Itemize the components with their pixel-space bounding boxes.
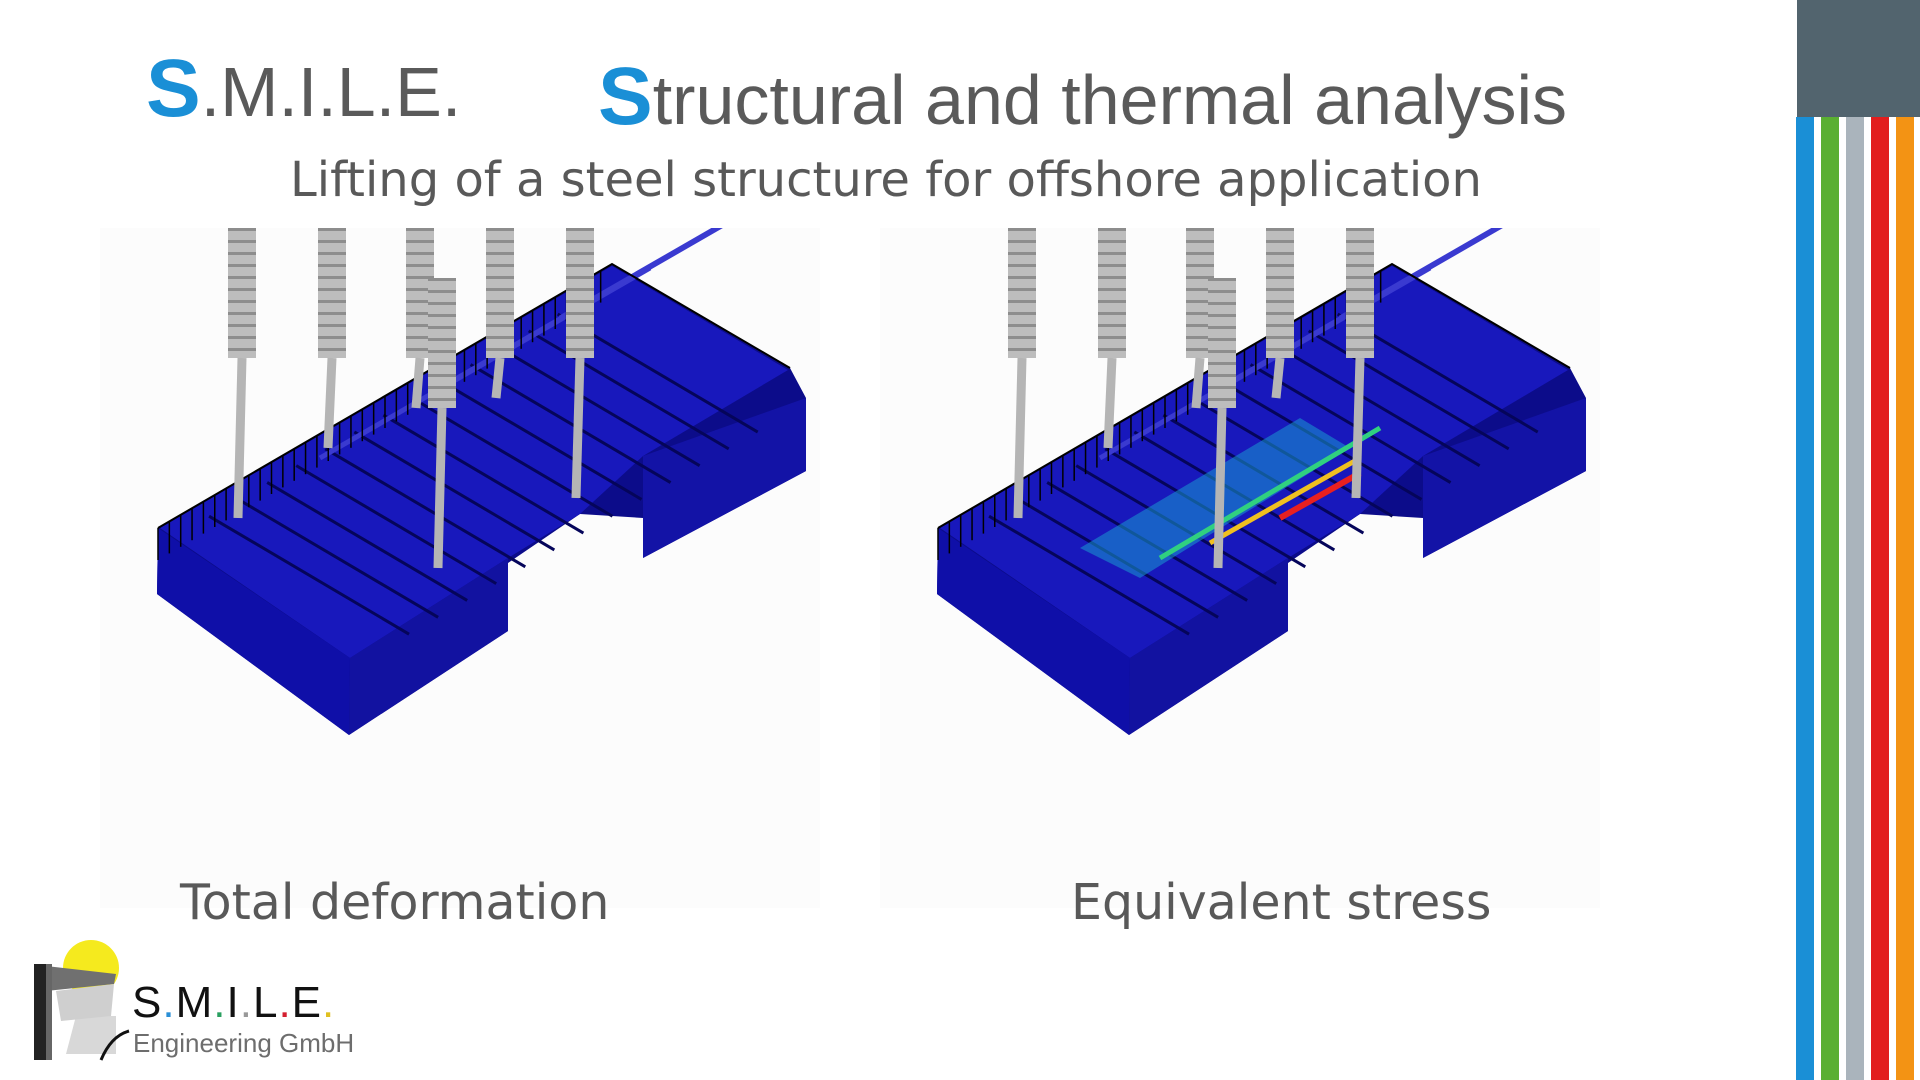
structure-render-deformation (157, 228, 806, 735)
brand-rest: .M.I.L.E. (200, 53, 462, 131)
floor-beam (353, 430, 556, 552)
stress-image (880, 228, 1600, 908)
railing-top (157, 262, 791, 529)
stripe-green (1821, 117, 1839, 1080)
cable-rope (323, 357, 337, 449)
floor-beam (324, 447, 527, 569)
front-wall (157, 528, 350, 735)
stress-zone (1158, 425, 1382, 561)
structure-floor (160, 266, 788, 658)
cable-rope (491, 357, 505, 399)
right-wall (1423, 398, 1586, 558)
stripe-blue (1796, 117, 1814, 1080)
railing-top (937, 262, 1571, 529)
floor-beam (440, 380, 643, 501)
stress-zone (1080, 418, 1350, 578)
cable-rope (1213, 407, 1227, 569)
sidebar-block (1797, 0, 1920, 117)
stripe-orange (1896, 117, 1914, 1080)
caption-equivalent-stress: Equivalent stress (1071, 874, 1492, 931)
floor-beam (237, 498, 439, 619)
floor-beam (266, 481, 468, 602)
cable-rope (1191, 357, 1205, 409)
cable-rope (233, 357, 247, 519)
cable-rope (433, 407, 447, 569)
stress-zone (1208, 455, 1362, 546)
cross-beam (1338, 228, 1502, 321)
cable-rope (411, 357, 425, 409)
cable-rope (571, 357, 585, 499)
page-title: Structural and thermal analysis (598, 50, 1567, 144)
brand-title: S.M.I.L.E. (146, 42, 461, 136)
logo-subtitle: Engineering GmbH (133, 1028, 355, 1058)
floor-beam (382, 413, 585, 535)
structure-render-stress (937, 228, 1586, 735)
floor-beam (1278, 346, 1481, 468)
caption-total-deformation: Total deformation (180, 874, 610, 931)
floor-beam (1307, 329, 1510, 451)
brand-initial: S (146, 43, 201, 134)
subtitle: Lifting of a steel structure for offshor… (290, 152, 1482, 208)
side-wall (1129, 558, 1288, 735)
floor-beam (295, 464, 497, 585)
company-logo-icon (34, 940, 130, 1061)
front-wall (937, 528, 1130, 735)
cross-beam (558, 228, 722, 321)
floor-beam (498, 346, 701, 468)
deformation-image (100, 228, 820, 908)
title-initial: S (598, 51, 653, 142)
stripe-red (1871, 117, 1889, 1080)
right-wall (643, 398, 806, 558)
title-rest: tructural and thermal analysis (652, 61, 1568, 139)
cable-rope (1013, 357, 1027, 519)
cable-rope (1351, 357, 1365, 499)
side-wall (349, 558, 508, 735)
floor-beam (988, 514, 1190, 636)
floor-beam (1249, 363, 1452, 484)
floor-beam (469, 363, 672, 484)
stripe-gray (1846, 117, 1864, 1080)
floor-beam (208, 514, 410, 636)
floor-beam (527, 329, 730, 451)
stress-peak (1278, 470, 1362, 521)
cable-rope (1271, 357, 1285, 399)
cable-rope (1103, 357, 1117, 449)
logo-name: S.M.I.L.E. (132, 978, 336, 1027)
